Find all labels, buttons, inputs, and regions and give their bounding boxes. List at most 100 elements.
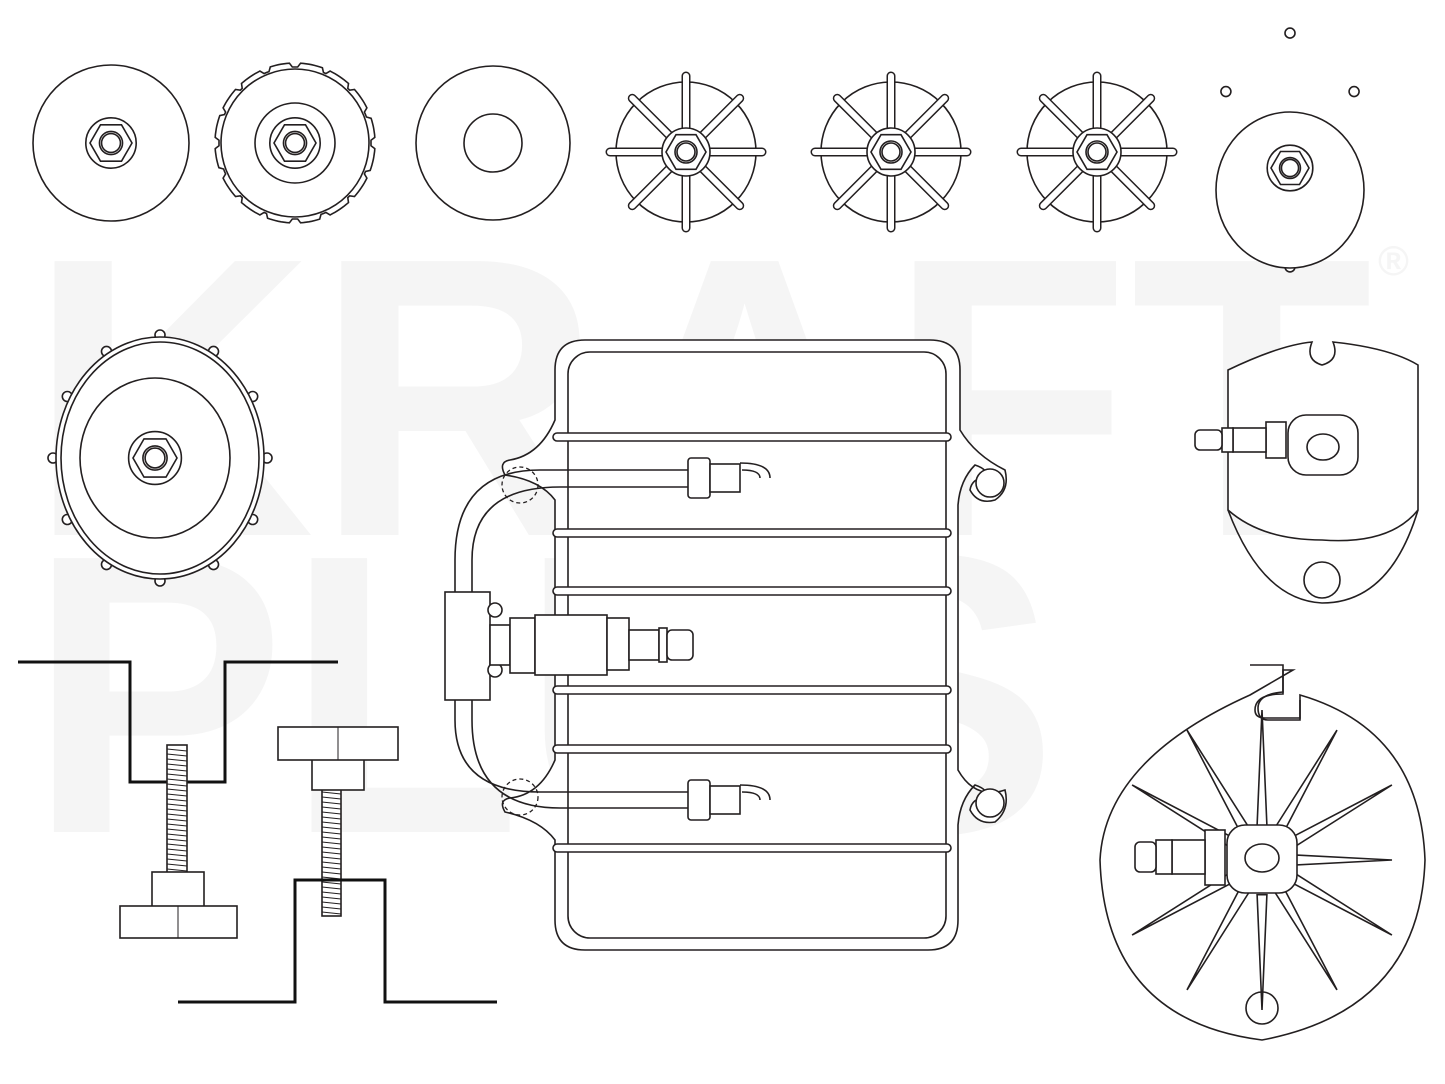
notch xyxy=(1250,664,1301,721)
thread xyxy=(166,778,188,782)
nut-bore xyxy=(282,130,308,156)
mount-slot xyxy=(975,788,1005,818)
hex-nut-icon xyxy=(661,127,711,177)
tee-fitting xyxy=(444,591,491,701)
nut-bore-inner xyxy=(144,447,166,469)
fitting-body xyxy=(1171,839,1206,875)
nut-bore xyxy=(879,140,903,164)
thread xyxy=(166,798,188,802)
fitting-ring xyxy=(1155,839,1173,875)
thread xyxy=(166,788,188,792)
hose-loop xyxy=(739,462,771,479)
heating-bar xyxy=(552,432,952,442)
plate-bottom xyxy=(1227,509,1419,604)
spoke-fill xyxy=(903,95,948,140)
nut-bore-inner xyxy=(676,142,696,162)
hidden-hose-bend xyxy=(501,778,539,816)
thread xyxy=(321,881,342,885)
knob-neck xyxy=(311,757,365,791)
manifold-plate xyxy=(444,339,1008,951)
lower-hose-inner xyxy=(471,690,690,809)
thread xyxy=(321,911,342,915)
heating-spike xyxy=(1256,893,1268,1011)
nipple-ring xyxy=(658,627,668,663)
thread xyxy=(321,841,342,845)
wire-clamp-left xyxy=(18,660,338,939)
spoked-disc xyxy=(1016,71,1178,233)
spoke-fill xyxy=(1040,95,1085,140)
nut-bore xyxy=(1085,140,1109,164)
heating-bar xyxy=(552,685,952,695)
thread xyxy=(321,836,342,840)
heater-plate-round xyxy=(1099,664,1426,1041)
fitting-ring xyxy=(1221,427,1234,453)
thread xyxy=(166,868,188,872)
hex-nut-icon xyxy=(1266,144,1314,192)
hose-connector-body xyxy=(709,785,741,815)
thread xyxy=(166,858,188,862)
nut-bore xyxy=(1278,156,1302,180)
thread xyxy=(321,851,342,855)
thread xyxy=(321,821,342,825)
nipple xyxy=(628,629,660,661)
fitting-ring xyxy=(487,602,503,618)
heating-bar xyxy=(552,586,952,596)
plain-disc-with-nut xyxy=(32,64,190,222)
nut-bore-inner xyxy=(100,132,122,154)
wire-bracket xyxy=(178,878,497,1004)
bump xyxy=(1348,85,1360,98)
thread xyxy=(321,906,342,910)
nut-bore-inner xyxy=(284,132,306,154)
thread xyxy=(166,753,188,757)
thread xyxy=(321,861,342,865)
thread xyxy=(166,863,188,867)
nut-bore xyxy=(674,140,698,164)
thread xyxy=(166,843,188,847)
circle xyxy=(463,113,523,173)
mounting-plate-oval xyxy=(1194,341,1419,604)
thread xyxy=(166,818,188,822)
thread xyxy=(321,801,342,805)
spoked-disc xyxy=(605,71,767,233)
thread xyxy=(166,758,188,762)
spoked-disc xyxy=(810,71,972,233)
bump xyxy=(1220,85,1232,98)
bumped-disc-with-nut xyxy=(1215,27,1365,273)
heating-bar xyxy=(552,843,952,853)
spoke-fill xyxy=(698,164,743,209)
nut-bore-inner xyxy=(1280,158,1300,178)
thread xyxy=(166,808,188,812)
knob-neck xyxy=(151,871,205,909)
spoke-fill xyxy=(1109,95,1154,140)
hose-loop xyxy=(739,784,771,801)
thread xyxy=(166,838,188,842)
nut-bore-inner xyxy=(881,142,901,162)
nipple-tip xyxy=(666,629,694,661)
thread xyxy=(321,856,342,860)
spoke-fill xyxy=(1040,164,1085,209)
hidden-hose-bend xyxy=(501,466,539,504)
mount-slot xyxy=(975,468,1005,498)
thread xyxy=(321,816,342,820)
thread xyxy=(321,866,342,870)
thread xyxy=(166,848,188,852)
hose-connector xyxy=(687,457,711,499)
spoke-fill xyxy=(629,164,674,209)
thread xyxy=(166,803,188,807)
fitting-body xyxy=(1232,427,1267,453)
nut-bore xyxy=(142,445,168,471)
thread xyxy=(166,853,188,857)
hex-nut-icon xyxy=(268,117,321,170)
lower-hose-outer xyxy=(454,690,690,793)
thread xyxy=(166,793,188,797)
hex-nut-icon xyxy=(1072,127,1122,177)
fitting-nut xyxy=(1265,421,1287,459)
thread xyxy=(321,791,342,795)
coupler-nut xyxy=(509,617,536,674)
thread xyxy=(321,891,342,895)
thread xyxy=(321,796,342,800)
knurled-disc-with-nut xyxy=(214,62,376,224)
thread xyxy=(321,896,342,900)
hose-connector-body xyxy=(709,463,741,493)
fitting-tip xyxy=(1194,429,1223,451)
